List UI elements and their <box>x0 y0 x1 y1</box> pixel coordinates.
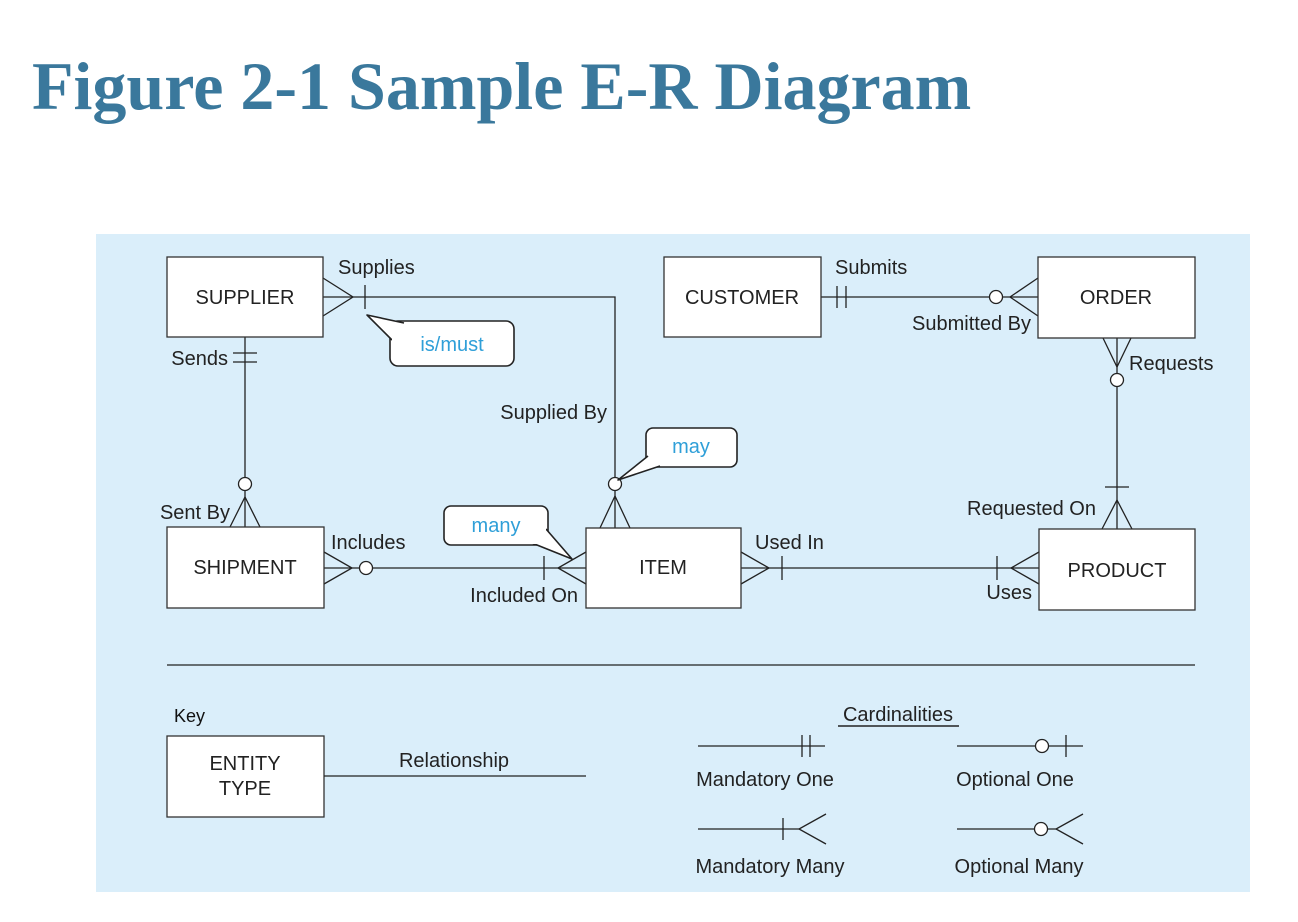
entity-order-label: ORDER <box>1080 287 1152 309</box>
label-submitted-by: Submitted By <box>912 313 1031 335</box>
label-submits: Submits <box>835 257 907 279</box>
entity-item-label: ITEM <box>639 557 687 579</box>
entity-customer: CUSTOMER <box>663 256 822 338</box>
rel-line-supplier-item <box>323 296 616 528</box>
legend-optional-one <box>957 735 1083 757</box>
entity-supplier-label: SUPPLIER <box>196 287 295 309</box>
legend-optional-many <box>957 813 1084 845</box>
crowsfoot-order-customer <box>988 277 1039 317</box>
entity-shipment-label: SHIPMENT <box>193 557 296 579</box>
callout-is-must-label: is/must <box>420 334 484 356</box>
key-relationship-label: Relationship <box>399 750 509 772</box>
entity-shipment: SHIPMENT <box>166 526 325 609</box>
key-heading: Key <box>174 706 205 726</box>
entity-order: ORDER <box>1037 256 1196 339</box>
entity-product-label: PRODUCT <box>1068 560 1167 582</box>
legend-mandatory-many <box>698 813 827 845</box>
callout-may-label: may <box>672 436 710 458</box>
legend-optional-one-label: Optional One <box>956 769 1074 791</box>
label-requested-on: Requested On <box>967 498 1096 520</box>
crowsfoot-item-product <box>740 551 783 585</box>
cardinalities-heading: Cardinalities <box>843 704 953 726</box>
crowsfoot-product-item <box>996 551 1040 585</box>
label-sends: Sends <box>171 348 228 370</box>
label-included-on: Included On <box>470 585 578 607</box>
entity-customer-label: CUSTOMER <box>685 287 799 309</box>
crowsfoot-product-order <box>1101 486 1133 530</box>
label-sent-by: Sent By <box>160 502 230 524</box>
crowsfoot-item-shipment <box>543 551 587 585</box>
legend-mandatory-many-label: Mandatory Many <box>696 856 845 878</box>
crowsfoot-order-product <box>1102 337 1132 388</box>
crowsfoot-supplier-item <box>322 277 366 317</box>
label-supplies: Supplies <box>338 257 415 279</box>
callout-is-must: is/must <box>366 314 515 367</box>
entity-supplier: SUPPLIER <box>166 256 324 338</box>
callout-many: many <box>443 505 573 560</box>
crowsfoot-shipment-supplier <box>229 476 261 528</box>
label-used-in: Used In <box>755 532 824 554</box>
mandatory-one-customer <box>836 286 847 308</box>
key-entity-type: ENTITY TYPE <box>166 735 325 818</box>
key-entity-line2: TYPE <box>219 778 271 800</box>
key-entity-line1: ENTITY <box>209 753 280 775</box>
label-supplied-by: Supplied By <box>500 402 607 424</box>
callout-may: may <box>617 427 738 481</box>
figure-title: Figure 2-1 Sample E-R Diagram <box>32 48 972 124</box>
entity-item: ITEM <box>585 527 742 609</box>
label-requests: Requests <box>1129 353 1214 375</box>
entity-product: PRODUCT <box>1038 528 1196 611</box>
legend-mandatory-one <box>698 735 825 757</box>
label-includes: Includes <box>331 532 406 554</box>
crowsfoot-shipment-item <box>323 551 374 585</box>
mandatory-one-supplier <box>233 352 257 363</box>
legend-mandatory-one-label: Mandatory One <box>696 769 834 791</box>
label-uses: Uses <box>986 582 1032 604</box>
callout-many-label: many <box>472 515 521 537</box>
legend-optional-many-label: Optional Many <box>955 856 1084 878</box>
